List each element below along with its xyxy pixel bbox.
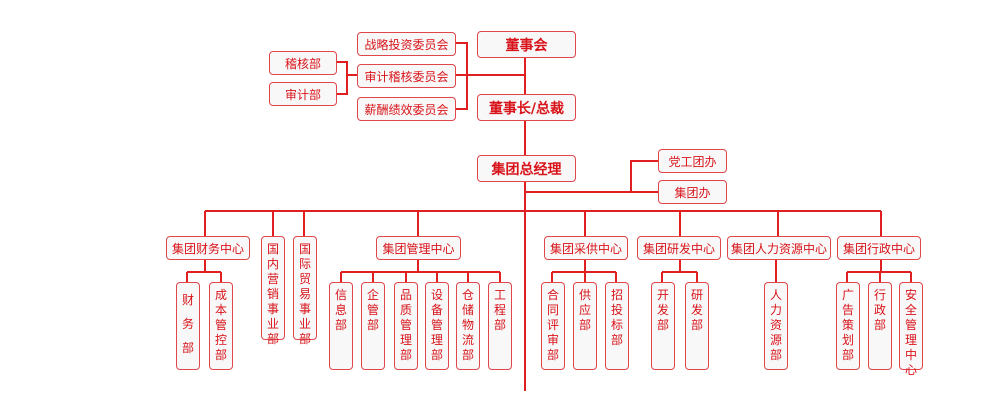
dept-research[interactable]: 研发部 bbox=[685, 282, 709, 370]
dept-information[interactable]: 信息部 bbox=[329, 282, 353, 370]
chairman-box[interactable]: 董事长/总裁 bbox=[477, 94, 576, 121]
audit-dept-inspection[interactable]: 稽核部 bbox=[269, 51, 337, 75]
procurement-bus bbox=[551, 259, 617, 282]
dept-equipment[interactable]: 设备管理部 bbox=[425, 282, 449, 370]
center-finance[interactable]: 集团财务中心 bbox=[166, 236, 250, 260]
center-rd[interactable]: 集团研发中心 bbox=[637, 236, 721, 260]
audit-dept-audit[interactable]: 审计部 bbox=[269, 82, 337, 106]
rd-bus bbox=[661, 259, 698, 282]
audit-bracket bbox=[337, 61, 357, 95]
center-procurement[interactable]: 集团采供中心 bbox=[544, 236, 628, 260]
center-bus bbox=[204, 210, 882, 236]
board-box[interactable]: 董事会 bbox=[477, 31, 576, 58]
dept-development[interactable]: 开发部 bbox=[651, 282, 675, 370]
center-management[interactable]: 集团管理中心 bbox=[376, 236, 461, 260]
unit-domestic-marketing[interactable]: 国内营销事业部 bbox=[261, 236, 285, 346]
dept-quality[interactable]: 品质管理部 bbox=[394, 282, 418, 370]
committee-audit[interactable]: 审计稽核委员会 bbox=[357, 64, 456, 88]
committee-compensation[interactable]: 薪酬绩效委员会 bbox=[357, 97, 456, 121]
dept-contract-review[interactable]: 合同评审部 bbox=[541, 282, 565, 370]
unit-international-trade[interactable]: 国际贸易事业部 bbox=[293, 236, 317, 346]
finance-bus bbox=[186, 259, 222, 282]
dept-logistics[interactable]: 仓储物流部 bbox=[456, 282, 480, 370]
gm-office-party[interactable]: 党工团办 bbox=[658, 149, 727, 173]
management-bus bbox=[340, 259, 501, 282]
center-admin[interactable]: 集团行政中心 bbox=[837, 236, 921, 260]
dept-cost-control[interactable]: 成本管控部 bbox=[209, 282, 233, 370]
admin-bus bbox=[846, 259, 912, 282]
dept-hr[interactable]: 人力资源部 bbox=[764, 282, 788, 370]
dept-advertising[interactable]: 广告策划部 bbox=[836, 282, 860, 370]
dept-administration[interactable]: 行政部 bbox=[868, 282, 892, 370]
committee-bracket bbox=[456, 42, 525, 110]
dept-enterprise-mgmt[interactable]: 企管部 bbox=[361, 282, 385, 370]
center-hr[interactable]: 集团人力资源中心 bbox=[727, 236, 831, 260]
dept-engineering[interactable]: 工程部 bbox=[488, 282, 512, 370]
gm-office-group[interactable]: 集团办 bbox=[658, 180, 727, 204]
committee-strategy[interactable]: 战略投资委员会 bbox=[357, 32, 456, 56]
dept-supply[interactable]: 供应部 bbox=[573, 282, 597, 370]
dept-finance[interactable]: 财务部 bbox=[176, 282, 200, 370]
dept-bidding[interactable]: 招投标部 bbox=[605, 282, 629, 370]
gm-box[interactable]: 集团总经理 bbox=[477, 155, 576, 182]
dept-safety[interactable]: 安全管理中心 bbox=[899, 282, 923, 377]
gm-office-bracket bbox=[525, 160, 658, 193]
